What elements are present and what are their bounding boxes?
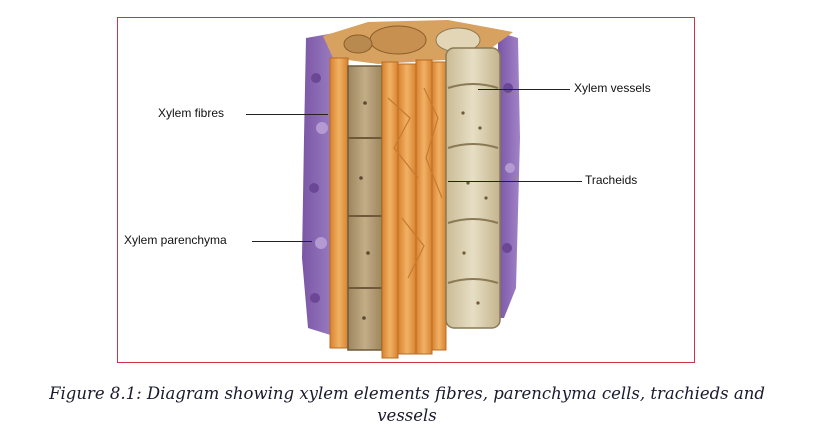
- xylem-vessel-column: [445, 47, 501, 329]
- label-xylem-vessels: Xylem vessels: [574, 81, 651, 95]
- caption-line-1: Figure 8.1: Diagram showing xylem elemen…: [49, 384, 765, 403]
- figure-frame: Xylem fibres Xylem parenchyma Xylem vess…: [117, 17, 695, 363]
- parenchyma-layer-right: [498, 32, 520, 318]
- figure-caption: Figure 8.1: Diagram showing xylem elemen…: [0, 383, 814, 427]
- label-tracheids: Tracheids: [585, 173, 638, 187]
- xylem-fibre-column: [329, 57, 349, 349]
- leader-line-xylem-fibres: [246, 114, 328, 115]
- leader-line-xylem-vessels: [478, 89, 570, 90]
- caption-line-2: vessels: [377, 406, 437, 425]
- leader-line-tracheids: [448, 181, 582, 182]
- parenchyma-cell-column: [347, 65, 383, 351]
- tracheid-bundle: [381, 59, 447, 359]
- label-xylem-fibres: Xylem fibres: [158, 106, 225, 120]
- label-xylem-parenchyma: Xylem parenchyma: [124, 233, 227, 247]
- xylem-tissue-illustration: [302, 20, 520, 359]
- leader-line-xylem-parenchyma: [252, 241, 312, 242]
